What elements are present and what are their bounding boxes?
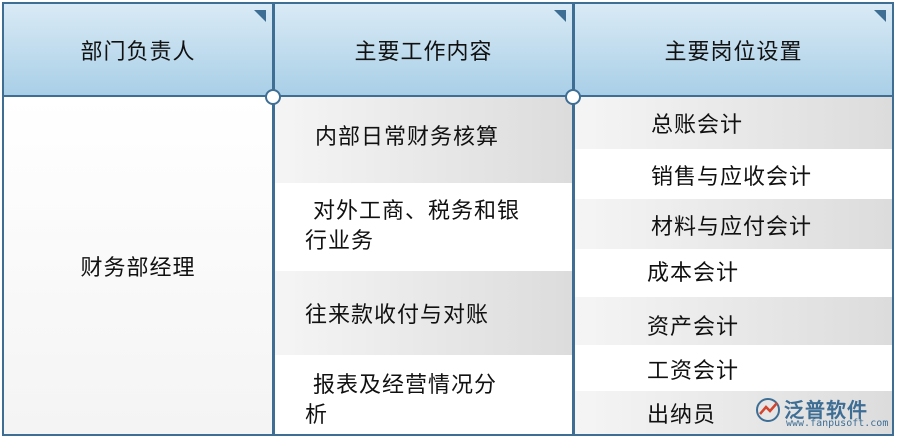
position-item: 成本会计 bbox=[575, 249, 892, 297]
position-text: 销售与应收会计 bbox=[651, 165, 813, 190]
logo-mark-icon bbox=[756, 398, 780, 422]
position-item: 出纳员 bbox=[575, 391, 892, 434]
work-item-text: 往来款收付与对账 bbox=[305, 303, 490, 328]
logo-name: 泛普软件 bbox=[784, 398, 868, 422]
work-item-text: 内部日常财务核算 bbox=[315, 125, 500, 150]
work-item-line: 析 bbox=[305, 403, 329, 428]
position-text: 材料与应付会计 bbox=[651, 215, 813, 240]
header-department-head: 部门负责人 bbox=[4, 4, 272, 97]
position-text: 工资会计 bbox=[647, 359, 740, 384]
position-item: 材料与应付会计 bbox=[575, 199, 892, 249]
work-item: 对外工商、税务和银 行业务 bbox=[275, 183, 572, 271]
header-positions: 主要岗位设置 bbox=[575, 4, 892, 97]
brand-logo: 泛普软件 www.fanpusoft.com bbox=[754, 394, 888, 430]
header-label: 主要工作内容 bbox=[354, 39, 493, 65]
header-work-content: 主要工作内容 bbox=[275, 4, 572, 97]
org-table: 部门负责人 主要工作内容 主要岗位设置 财务部经理 内部日常财务核算 对外工商、… bbox=[2, 2, 894, 436]
position-item: 工资会计 bbox=[575, 345, 892, 391]
work-item: 内部日常财务核算 bbox=[275, 97, 572, 183]
position-text: 成本会计 bbox=[647, 261, 740, 286]
work-item-line: 对外工商、税务和银 bbox=[313, 199, 521, 224]
column-divider bbox=[272, 4, 275, 434]
header-label: 主要岗位设置 bbox=[664, 39, 803, 65]
divider-knot bbox=[565, 89, 581, 105]
work-item-line: 行业务 bbox=[305, 229, 375, 254]
divider-knot bbox=[265, 89, 281, 105]
position-item: 总账会计 bbox=[575, 97, 892, 149]
department-head-cell: 财务部经理 bbox=[4, 97, 272, 434]
header-label: 部门负责人 bbox=[80, 39, 196, 65]
column-divider bbox=[572, 4, 575, 434]
work-item: 报表及经营情况分 析 bbox=[275, 355, 572, 434]
department-head-label: 财务部经理 bbox=[80, 255, 196, 281]
work-item: 往来款收付与对账 bbox=[275, 271, 572, 355]
position-text: 总账会计 bbox=[651, 113, 744, 138]
logo-url: www.fanpusoft.com bbox=[786, 418, 889, 429]
work-item-line: 报表及经营情况分 bbox=[313, 373, 498, 398]
position-text: 出纳员 bbox=[647, 403, 717, 428]
position-item: 资产会计 bbox=[575, 297, 892, 345]
position-item: 销售与应收会计 bbox=[575, 149, 892, 199]
position-text: 资产会计 bbox=[647, 315, 740, 340]
